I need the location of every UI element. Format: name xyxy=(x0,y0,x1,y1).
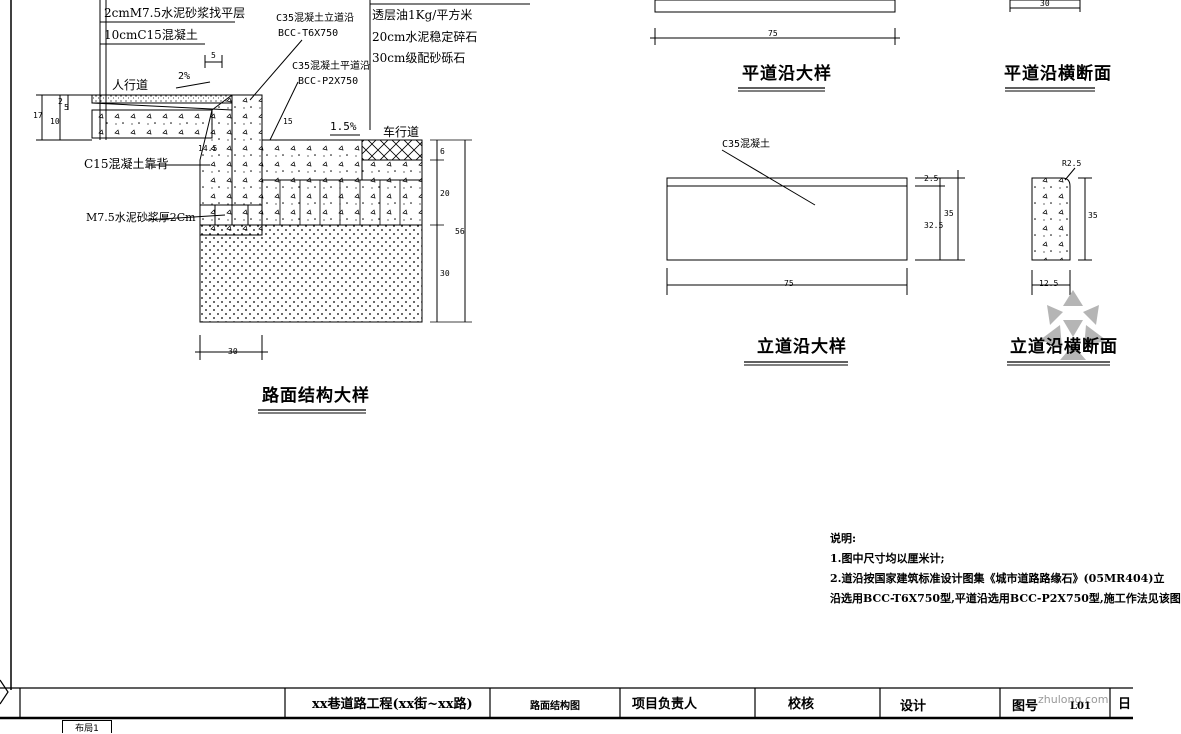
flat-curb-drawing xyxy=(650,0,1095,92)
title-block-drawing: 路面结构图 xyxy=(530,701,580,712)
slope-left-label: 2% xyxy=(178,71,191,82)
watermark-text: zhulong.com xyxy=(1038,693,1109,706)
notes-line-3: 沿选用BCC-T6X750型,平道沿选用BCC-P2X750型,施工作法见该图 xyxy=(830,592,1181,605)
pavement-section-drawing xyxy=(36,0,530,414)
title-block-number: 图号 xyxy=(1012,699,1039,714)
flat-curb-section-title: 平道沿横断面 xyxy=(1004,64,1112,84)
slope-right-label: 1.5% xyxy=(330,120,357,133)
dim-left-2: 2 xyxy=(58,97,63,106)
flat-curb-label: C35混凝土平道沿 xyxy=(292,61,371,72)
backing-label: C15混凝土靠背 xyxy=(84,157,169,171)
vertical-curb-section-drawing xyxy=(1007,167,1110,366)
dim-15: 15 xyxy=(283,117,293,126)
title-block-project: xx巷道路工程(xx街~xx路) xyxy=(312,697,473,712)
vertical-curb-title: 立道沿大样 xyxy=(757,337,847,357)
title-block-design: 设计 xyxy=(900,699,927,714)
title-block-frame xyxy=(0,679,1133,720)
dim-bottom-30: 30 xyxy=(228,347,238,356)
dim-r6: 6 xyxy=(440,147,445,156)
dim-left-5: 5 xyxy=(64,103,69,112)
dim-r20: 20 xyxy=(440,189,450,198)
notes-heading: 说明: xyxy=(830,532,857,545)
dim-14-5: 14.5 xyxy=(198,144,218,153)
vertical-curb-dim-width: 75 xyxy=(784,279,794,288)
title-block-leader: 项目负责人 xyxy=(632,697,698,712)
right-layer-2: 20cm水泥稳定碎石 xyxy=(372,30,478,44)
flat-curb-code: BCC-P2X750 xyxy=(298,76,359,87)
zhulong-logo xyxy=(1040,290,1106,360)
title-block-number-value: L01 xyxy=(1070,701,1091,712)
dim-left-17: 17 xyxy=(33,111,43,120)
cad-drawing-canvas xyxy=(0,0,1133,720)
curb-label: C35混凝土立道沿 xyxy=(276,13,355,24)
sidewalk-label: 人行道 xyxy=(112,78,149,92)
notes-line-2: 2.道沿按国家建筑标准设计图集《城市道路路缘石》(05MR404)立 xyxy=(830,572,1165,585)
vertical-curb-dim-32: 32.5 xyxy=(924,221,944,230)
flat-curb-dim: 75 xyxy=(768,29,778,38)
layout-tab-label: 布局1 xyxy=(75,724,99,734)
layout-tab[interactable]: 布局1 xyxy=(62,720,112,734)
vertical-curb-dim-35: 35 xyxy=(944,209,954,218)
notes-line-1: 1.图中尺寸均以厘米计; xyxy=(830,552,945,565)
vertical-curb-drawing xyxy=(666,149,965,366)
layer-concrete-label: 10cmC15混凝土 xyxy=(104,28,198,42)
right-layer-1: 透层油1Kg/平方米 xyxy=(372,8,473,22)
mortar-label: M7.5水泥砂浆厚2Cm xyxy=(86,211,196,224)
title-block-date: 日 xyxy=(1118,697,1132,712)
carriageway-label: 车行道 xyxy=(383,125,420,139)
dim-5-top: 5 xyxy=(211,51,216,60)
vertical-section-dim-r: R2.5 xyxy=(1062,159,1082,168)
vertical-curb-material: C35混凝土 xyxy=(722,139,771,150)
right-layer-3: 30cm级配砂砾石 xyxy=(372,51,466,65)
vertical-curb-dim-2: 2.5 xyxy=(924,174,939,183)
dim-r30: 30 xyxy=(440,269,450,278)
section-detail-title: 路面结构大样 xyxy=(262,386,370,406)
title-block-check: 校核 xyxy=(788,697,815,712)
vertical-section-dim-h: 35 xyxy=(1088,211,1098,220)
flat-curb-title: 平道沿大样 xyxy=(742,64,832,84)
curb-code: BCC-T6X750 xyxy=(278,28,339,39)
dim-r56: 56 xyxy=(455,227,465,236)
flat-curb-section-dim: 30 xyxy=(1040,0,1050,8)
vertical-section-dim-width: 12.5 xyxy=(1039,279,1059,288)
layer-mortar-label: 2cmM7.5水泥砂浆找平层 xyxy=(104,6,246,20)
dim-left-10: 10 xyxy=(50,117,60,126)
vertical-curb-section-title: 立道沿横断面 xyxy=(1010,337,1118,357)
